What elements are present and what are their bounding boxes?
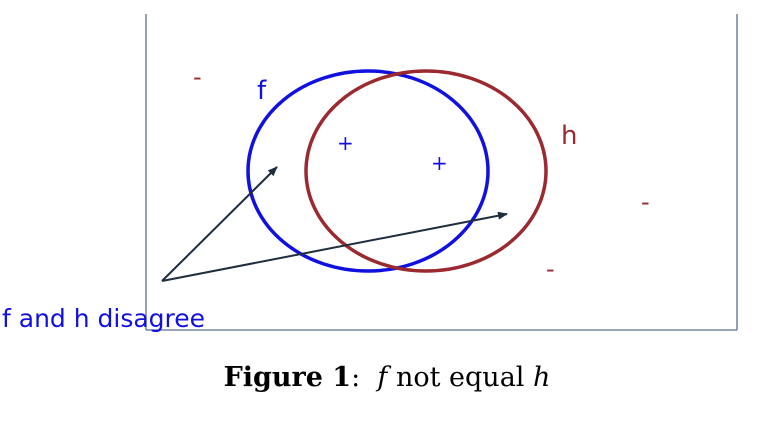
- caption-label: Figure 1: [223, 362, 352, 393]
- circle-h-label: h: [561, 121, 577, 151]
- figure-caption: Figure 1: f not equal h: [0, 362, 774, 393]
- arrow-to-h-only: [161, 211, 508, 282]
- minus-sign-1: -: [193, 63, 202, 91]
- caption-var-h: h: [533, 362, 551, 393]
- caption-var-f: f: [377, 362, 388, 393]
- disagree-annotation: f and h disagree: [2, 304, 205, 333]
- arrow-to-f-only: [161, 166, 278, 282]
- circle-h: [304, 69, 548, 273]
- minus-sign-3: -: [546, 255, 555, 283]
- plus-sign-2: +: [431, 151, 448, 175]
- circle-f: [246, 69, 490, 273]
- caption-separator: :: [351, 362, 361, 393]
- circle-f-label: f: [257, 76, 267, 106]
- plus-sign-1: +: [337, 131, 354, 155]
- minus-sign-2: -: [641, 188, 650, 216]
- caption-text: not equal: [395, 362, 525, 393]
